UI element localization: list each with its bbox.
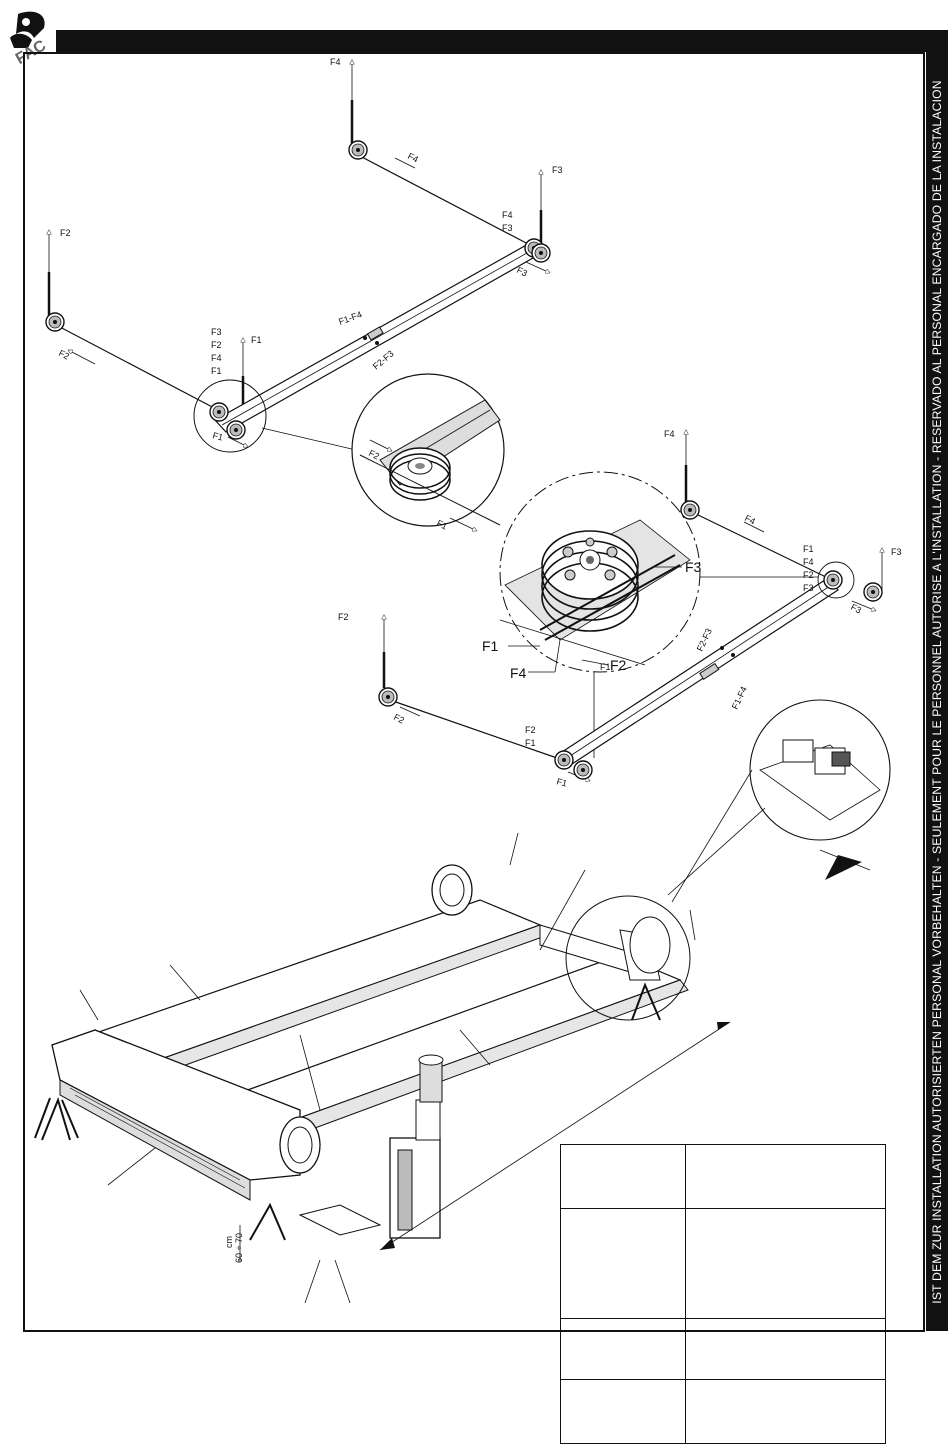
label-mid-f2-up: F2 xyxy=(338,612,349,622)
spec-cell xyxy=(685,1143,886,1210)
label-f3-right: F3 xyxy=(515,265,529,279)
label-mid-f1f4: F1-F4 xyxy=(730,685,749,711)
spec-cell xyxy=(560,1318,686,1380)
label-f2-left: F2 xyxy=(57,348,71,362)
dimension-unit: cm xyxy=(224,1236,234,1248)
detail-label-f4: F4 xyxy=(510,665,527,681)
spec-table-row xyxy=(560,1143,886,1210)
header-bar xyxy=(56,30,948,52)
label-mid-stack-f4: F4 xyxy=(803,557,814,567)
label-f2-up: F2 xyxy=(60,228,71,238)
label-mid-stack2-f1: F1 xyxy=(525,738,536,748)
detail-label-f3: F3 xyxy=(685,559,702,575)
label-mid-stack2-f2: F2 xyxy=(525,725,536,735)
spec-cell xyxy=(685,1208,886,1320)
label-mid-f1-up: F1 xyxy=(600,662,611,672)
label-f1f4: F1-F4 xyxy=(337,309,363,327)
spec-cell xyxy=(685,1318,886,1380)
label-f4-top: F4 xyxy=(330,57,341,67)
spec-table-row xyxy=(560,1208,886,1320)
label-detail-f1: F1 xyxy=(435,518,449,532)
label-stack-f4: F4 xyxy=(211,353,222,363)
detail-label-f1: F1 xyxy=(482,638,499,654)
label-f4-corner: F4 xyxy=(502,210,513,220)
spec-cell xyxy=(560,1378,686,1444)
label-mid-f3-right: F3 xyxy=(849,602,863,616)
spec-table-row xyxy=(560,1378,886,1444)
side-strip: IST DEM ZUR INSTALLATION AUTORISIERTEN P… xyxy=(926,52,948,1331)
detail-label-f2: F2 xyxy=(610,657,627,673)
label-mid-stack-f2: F2 xyxy=(803,570,814,580)
cable-diagram-top: F4 F4 F3 F4 F3 F3 F2 F2 F3 F2 F4 F1 F1 F… xyxy=(45,57,563,532)
spec-cell xyxy=(560,1208,686,1320)
label-f3-corner: F3 xyxy=(502,223,513,233)
label-mid-f2-left: F2 xyxy=(392,712,406,726)
label-mid-stack-f1: F1 xyxy=(803,544,814,554)
label-f2f3: F2-F3 xyxy=(371,348,396,371)
lift-assembly: cm 60 ÷ 70 xyxy=(34,699,891,1304)
label-mid-f1-bottom: F1 xyxy=(555,776,568,788)
spec-table-row xyxy=(560,1318,886,1380)
label-detail-f2: F2 xyxy=(367,448,381,462)
label-stack-f3: F3 xyxy=(211,327,222,337)
label-mid-f2f3: F2-F3 xyxy=(695,627,714,653)
spec-table xyxy=(560,1143,886,1444)
fac-logo: FAC xyxy=(10,11,49,64)
label-stack-f1: F1 xyxy=(211,366,222,376)
zoom-detail-mid xyxy=(499,519,691,666)
label-f3-up: F3 xyxy=(552,165,563,175)
dimension-value: 60 ÷ 70 xyxy=(234,1233,244,1263)
label-f1-bottom: F1 xyxy=(211,430,224,442)
label-mid-f4-up: F4 xyxy=(664,429,675,439)
label-mid-stack-f3: F3 xyxy=(803,583,814,593)
label-mid-f3-up: F3 xyxy=(891,547,902,557)
power-unit xyxy=(389,1054,444,1239)
spec-cell xyxy=(560,1143,686,1210)
label-stack-f2: F2 xyxy=(211,340,222,350)
technical-drawing: F4 F4 F3 F4 F3 F3 F2 F2 F3 F2 F4 F1 F1 F… xyxy=(34,57,902,1304)
label-mid-f4-line: F4 xyxy=(743,513,757,527)
spec-cell xyxy=(685,1378,886,1444)
zoom-detail-top xyxy=(359,399,501,530)
label-f1-up: F1 xyxy=(251,335,262,345)
label-f4-line: F4 xyxy=(406,151,420,165)
page-frame xyxy=(23,52,925,1332)
